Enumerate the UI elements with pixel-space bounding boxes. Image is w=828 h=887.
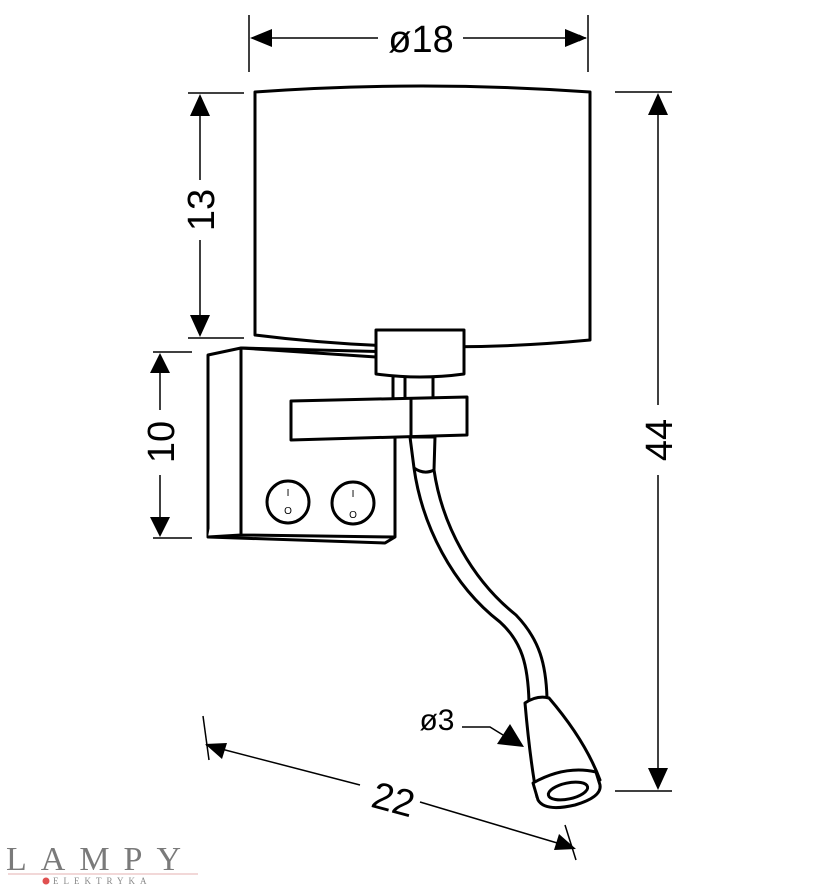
shade-diameter-label: ø18	[388, 19, 453, 61]
projection-label: 22	[367, 775, 419, 827]
total-height-label: 44	[639, 419, 681, 461]
arm	[289, 395, 469, 442]
switch-1-on-label: I	[287, 488, 290, 499]
head-diameter-label: ø3	[419, 704, 454, 737]
projection-dimension: 22	[202, 715, 577, 861]
switch-2-off-label: O	[349, 510, 357, 521]
logo-name: LAMPY	[6, 841, 195, 878]
logo-cross-icon	[42, 877, 50, 885]
backplate-height-dimension: 10	[141, 351, 192, 539]
gooseneck	[408, 435, 549, 704]
head-diameter-dimension: ø3	[419, 704, 524, 747]
switch-1-off-label: O	[284, 506, 292, 517]
backplate-height-label: 10	[141, 421, 183, 463]
shade-height-dimension: 13	[181, 92, 244, 339]
switch-2[interactable]: I O	[330, 480, 376, 526]
switch-2-on-label: I	[352, 489, 355, 500]
shade-diameter-dimension: ø18	[248, 15, 589, 72]
led-head	[523, 695, 602, 810]
logo-tagline: ELEKTRYKA	[53, 876, 152, 886]
lamp-shade	[253, 84, 592, 349]
lampy-logo: LAMPY ELEKTRYKA	[6, 841, 198, 886]
shade-height-label: 13	[181, 189, 223, 231]
switch-1[interactable]: I O	[265, 479, 311, 525]
total-height-dimension: 44	[615, 91, 681, 792]
